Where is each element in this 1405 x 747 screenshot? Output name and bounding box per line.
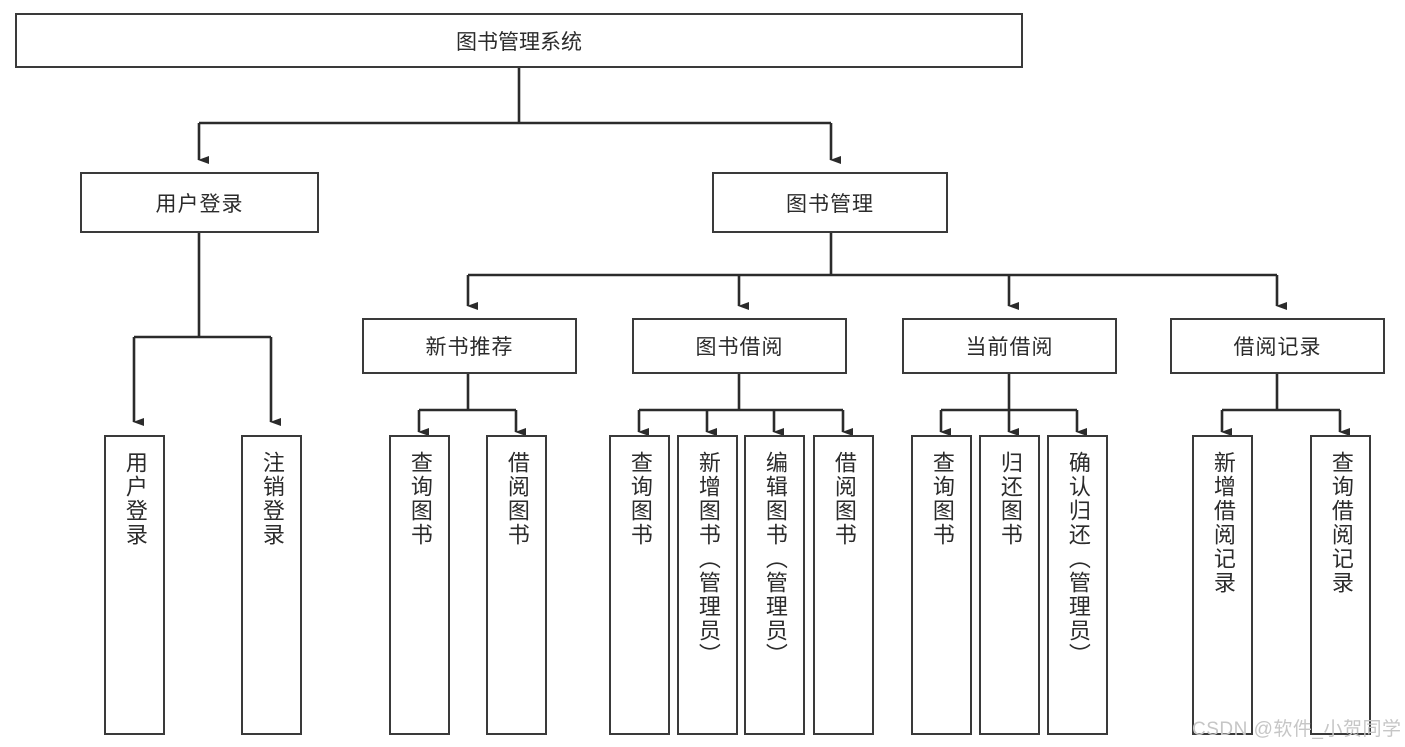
node-label: 归还图书 bbox=[997, 451, 1023, 547]
node-current-borrow[interactable]: 当前借阅 bbox=[902, 318, 1117, 374]
node-user-login[interactable]: 用户登录 bbox=[80, 172, 319, 233]
node-label: 图书借阅 bbox=[695, 336, 784, 359]
node-label: 借阅图书 bbox=[504, 451, 530, 547]
leaf-current-confirm-return-admin[interactable]: 确认归还（管理员） bbox=[1047, 435, 1108, 735]
node-label: 查询借阅记录 bbox=[1328, 451, 1354, 595]
node-label: 注销登录 bbox=[259, 451, 285, 547]
node-label: 查询图书 bbox=[407, 451, 433, 547]
node-label: 新增借阅记录 bbox=[1210, 451, 1236, 595]
node-label: 查询图书 bbox=[627, 451, 653, 547]
node-new-book-recommend[interactable]: 新书推荐 bbox=[362, 318, 577, 374]
node-label: 图书管理 bbox=[786, 192, 874, 216]
node-label: 借阅记录 bbox=[1233, 336, 1322, 359]
node-borrow-records[interactable]: 借阅记录 bbox=[1170, 318, 1385, 374]
node-label: 借阅图书 bbox=[831, 451, 857, 547]
leaf-new-book-borrow[interactable]: 借阅图书 bbox=[486, 435, 547, 735]
node-label: 当前借阅 bbox=[965, 336, 1054, 359]
node-root-book-management-system[interactable]: 图书管理系统 bbox=[15, 13, 1023, 68]
node-label: 编辑图书（管理员） bbox=[762, 451, 788, 667]
node-label: 用户登录 bbox=[122, 451, 148, 547]
leaf-new-book-query[interactable]: 查询图书 bbox=[389, 435, 450, 735]
leaf-borrow-query-book[interactable]: 查询图书 bbox=[609, 435, 670, 735]
node-label: 查询图书 bbox=[929, 451, 955, 547]
leaf-records-add-record[interactable]: 新增借阅记录 bbox=[1192, 435, 1253, 735]
leaf-borrow-edit-book-admin[interactable]: 编辑图书（管理员） bbox=[744, 435, 805, 735]
node-label: 用户登录 bbox=[155, 192, 244, 216]
leaf-borrow-borrow-book[interactable]: 借阅图书 bbox=[813, 435, 874, 735]
node-label: 新书推荐 bbox=[425, 336, 514, 359]
leaf-records-query-record[interactable]: 查询借阅记录 bbox=[1310, 435, 1371, 735]
node-label: 图书管理系统 bbox=[456, 30, 582, 54]
leaf-borrow-add-book-admin[interactable]: 新增图书（管理员） bbox=[677, 435, 738, 735]
leaf-current-return-book[interactable]: 归还图书 bbox=[979, 435, 1040, 735]
leaf-current-query-book[interactable]: 查询图书 bbox=[911, 435, 972, 735]
node-book-borrow[interactable]: 图书借阅 bbox=[632, 318, 847, 374]
node-book-management[interactable]: 图书管理 bbox=[712, 172, 948, 233]
csdn-watermark: CSDN @软件_小贺同学 bbox=[1192, 719, 1402, 740]
node-label: 确认归还（管理员） bbox=[1065, 451, 1091, 667]
leaf-user-login-signout[interactable]: 注销登录 bbox=[241, 435, 302, 735]
node-label: 新增图书（管理员） bbox=[695, 451, 721, 667]
leaf-user-login-signin[interactable]: 用户登录 bbox=[104, 435, 165, 735]
